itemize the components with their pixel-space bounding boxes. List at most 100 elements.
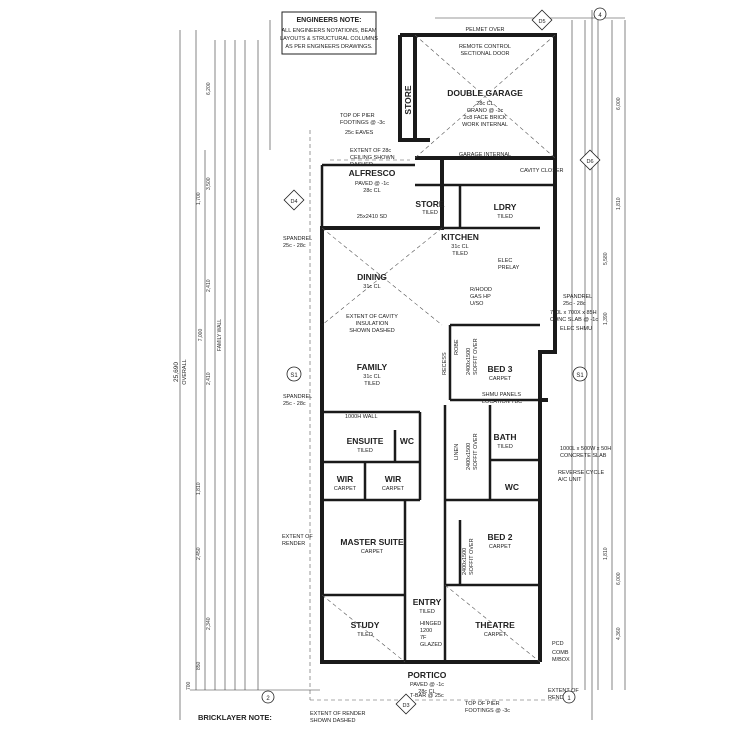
room-garage-note: 2c8 FACE BRICK	[463, 115, 506, 121]
dim-left: 2,410	[206, 279, 212, 292]
annotations: PELMET OVER REMOTE CONTROL SECTIONAL DOO…	[282, 27, 611, 724]
soffit-note: 2400x1500	[466, 443, 472, 470]
room-garage-note: WORK INTERNAL	[462, 122, 508, 128]
room-labels: DOUBLE GARAGE 28c CL GRANO @ -1c 2c8 FAC…	[334, 85, 523, 695]
concrete-note: CONCRETE SLAB	[560, 453, 607, 459]
tbar-note: T-BAR @ 25c	[410, 693, 444, 699]
room-alfresco-note: 28c CL	[363, 188, 380, 194]
pcd-note: PCD	[552, 641, 564, 647]
room-portico-note: PAVED @ -1c	[410, 682, 444, 688]
render-right-note: RENDER	[548, 695, 571, 701]
dim-left: 2,340	[206, 617, 212, 630]
room-store-top: STORE	[403, 85, 413, 114]
ac-note: A/C UNIT	[558, 477, 582, 483]
room-wc: WC	[400, 436, 414, 446]
ceiling-note: CEILING SHOWN	[350, 155, 395, 161]
overall-dimension: 25,690	[173, 362, 180, 382]
pier-bottom-note: FOOTINGS @ -3c	[465, 708, 510, 714]
wall-1000-note: 1000H WALL	[345, 414, 378, 420]
room-wir2: WIR	[385, 474, 402, 484]
marker-1: 1	[567, 696, 571, 702]
room-kitchen-note: 31c CL	[451, 244, 468, 250]
bricklayer-note: BRICKLAYER NOTE:	[198, 713, 272, 722]
dim-right: 4,360	[616, 627, 622, 640]
dim-left: 1,700	[196, 192, 202, 205]
engineers-note-line: AS PER ENGINEERS DRAWINGS.	[285, 44, 373, 50]
soffit-note: SOFFIT OVER	[469, 538, 475, 575]
ceiling-note: DASHED	[350, 162, 373, 168]
hinged-note: HINGED	[420, 621, 441, 627]
room-dining: DINING	[357, 272, 387, 282]
room-family-note: TILED	[364, 381, 380, 387]
room-bed2: BED 2	[487, 532, 512, 542]
family-wall-label: FAMILY WALL	[217, 319, 223, 351]
room-laundry: LDRY	[494, 202, 517, 212]
elec-prelay-note: ELEC	[498, 258, 512, 264]
dashed-extents	[309, 34, 560, 701]
marker-s1-left: S1	[290, 373, 298, 379]
room-family-note: 31c CL	[363, 374, 380, 380]
room-portico-note: 28c CL	[418, 689, 435, 695]
robe-note: ROBE	[454, 339, 460, 355]
render-note: EXTENT OF	[282, 534, 313, 540]
soffit-note: 2400x1500	[466, 348, 472, 375]
room-bed3: BED 3	[487, 364, 512, 374]
sectional-note: SECTIONAL DOOR	[461, 51, 510, 57]
room-study: STUDY	[351, 620, 380, 630]
spandrel-note: 25c - 28c	[283, 401, 306, 407]
dim-left: 700	[186, 681, 192, 690]
room-master-note: CARPET	[361, 549, 384, 555]
dim-right: 5,580	[603, 252, 609, 265]
room-laundry-note: TILED	[497, 214, 513, 220]
dim-left: 3,500	[206, 177, 212, 190]
room-store-note: TILED	[422, 210, 438, 216]
render-right-note: EXTENT OF	[548, 688, 579, 694]
room-bath: BATH	[494, 432, 517, 442]
remote-note: REMOTE CONTROL	[459, 44, 511, 50]
dim-right: 6,000	[616, 572, 622, 585]
room-alfresco-note: PAVED @ -1c	[355, 181, 389, 187]
family-wall-dim: 7,000	[198, 329, 204, 342]
section-markers: S1 S1 D4 D5 D6 D3 2 4 1	[261, 7, 607, 715]
marker-s1-right: S1	[576, 373, 584, 379]
rhood-note: U/SO	[470, 301, 484, 307]
ceiling-note: EXTENT OF 28c	[350, 148, 391, 154]
room-master-suite: MASTER SUITE	[340, 537, 404, 547]
marker-d3: D3	[402, 703, 409, 709]
spandrel-right-note: 25c - 28c	[563, 301, 586, 307]
eaves-note: 25c EAVES	[345, 130, 374, 136]
ac-note: REVERSE CYCLE	[558, 470, 604, 476]
engineers-note: ENGINEERS NOTE: ALL ENGINEERS NOTATIONS,…	[280, 11, 378, 55]
room-alfresco: ALFRESCO	[349, 168, 396, 178]
spandrel-note: SPANDREL	[283, 236, 312, 242]
internal-walls	[322, 183, 555, 664]
marker-d4: D4	[290, 199, 297, 205]
marker-2: 2	[266, 696, 270, 702]
soffit-note: SOFFIT OVER	[473, 433, 479, 470]
cavity-note: EXTENT OF CAVITY	[346, 314, 398, 320]
dim-right: 1,810	[616, 197, 622, 210]
dim-right: 1,390	[603, 312, 609, 325]
dim-right: 6,000	[616, 97, 622, 110]
soffit-note: SOFFIT OVER	[473, 338, 479, 375]
room-wir: WIR	[337, 474, 354, 484]
rhood-note: R/HOOD	[470, 287, 492, 293]
room-entry-note: TILED	[419, 609, 435, 615]
room-bed3-note: CARPET	[489, 376, 512, 382]
engineers-note-title: ENGINEERS NOTE:	[297, 17, 362, 24]
sd-note: 25x2410 SD	[357, 214, 387, 220]
left-dimension-texts: 6,200 1,700 3,500 2,410 2,410 1,810 2,45…	[186, 82, 212, 690]
spandrel-right-note: SPANDREL	[563, 294, 592, 300]
room-store: STORE	[415, 199, 444, 209]
dim-left: 2,410	[206, 372, 212, 385]
room-study-note: TILED	[357, 632, 373, 638]
dim-left: 6,200	[206, 82, 212, 95]
hinged-note: 7F	[420, 635, 427, 641]
soffit-note: 2400x1500	[462, 548, 468, 575]
dim-right: 1,810	[603, 547, 609, 560]
room-portico: PORTICO	[408, 670, 447, 680]
right-dimension-texts: 6,000 1,810 5,580 1,390 1,810 6,000 4,36…	[603, 97, 622, 640]
render-note: RENDER	[282, 541, 305, 547]
